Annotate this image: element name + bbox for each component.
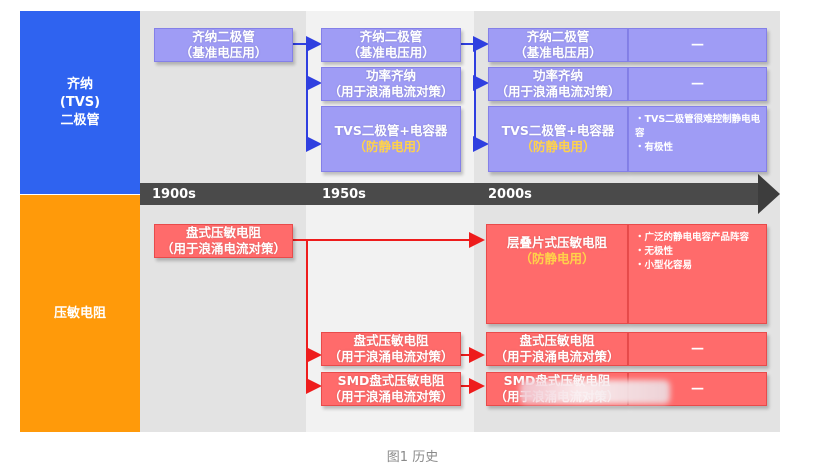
box-title: 层叠片式压敏电阻	[506, 235, 607, 250]
timeline-arrowhead	[758, 174, 780, 214]
year-label-2000s: 2000s	[488, 187, 532, 202]
row-header-tvs: 齐纳 (TVS) 二极管	[20, 11, 140, 194]
note-multilayer-varistor-2000s: ・广泛的静电电容产品阵容 ・无极性 ・小型化容易	[628, 224, 767, 324]
box-subtitle: （基准电压用）	[179, 45, 268, 60]
box-zener-1950s: 齐纳二极管 （基准电压用）	[321, 28, 461, 62]
note-line: ・广泛的静电电容产品阵容	[635, 232, 750, 243]
box-title: 功率齐纳	[532, 68, 583, 83]
box-title: 盘式压敏电阻	[185, 225, 261, 240]
box-subtitle: （用于浪涌电流对策）	[328, 389, 454, 404]
box-disc-varistor-1950s: 盘式压敏电阻 （用于浪涌电流对策）	[321, 332, 461, 366]
box-disc-varistor-2000s: 盘式压敏电阻 （用于浪涌电流对策）	[486, 332, 628, 366]
box-smd-varistor-1950s: SMD盘式压敏电阻 （用于浪涌电流对策）	[321, 372, 461, 406]
figure-caption: 图1 历史	[386, 450, 439, 465]
note-line: ・有极性	[635, 142, 674, 153]
box-multilayer-varistor-2000s: 层叠片式压敏电阻 （防静电用）	[486, 224, 628, 324]
box-title: 齐纳二极管	[526, 29, 590, 44]
history-diagram: 齐纳 (TVS) 二极管 压敏电阻	[20, 11, 780, 432]
box-subtitle: （用于浪涌电流对策）	[328, 349, 454, 364]
box-power-zener-2000s: 功率齐纳 （用于浪涌电流对策）	[488, 67, 628, 101]
year-label-1900s: 1900s	[152, 187, 196, 202]
note-tvs-2000s: ・TVS二极管很难控制静电电容 ・有极性	[628, 106, 767, 172]
note-disc-varistor-2000s: —	[628, 332, 767, 366]
box-subtitle: （防静电用）	[519, 251, 595, 266]
connector-arrows	[293, 36, 489, 394]
note-dash: —	[691, 37, 704, 53]
box-title: TVS二极管+电容器	[334, 123, 448, 138]
note-dash: —	[691, 76, 704, 92]
box-subtitle: （基准电压用）	[347, 45, 435, 60]
note-line: ・小型化容易	[635, 260, 693, 271]
box-title: 盘式压敏电阻	[353, 333, 429, 348]
box-subtitle: （用于浪涌电流对策）	[160, 241, 286, 256]
box-subtitle: （用于浪涌电流对策）	[495, 84, 621, 99]
box-zener-1900s: 齐纳二极管 （基准电压用）	[154, 28, 293, 62]
note-line: ・无极性	[635, 246, 674, 257]
box-title: SMD盘式压敏电阻	[337, 373, 445, 388]
note-dash: —	[691, 381, 704, 397]
box-disc-varistor-1900s: 盘式压敏电阻 （用于浪涌电流对策）	[154, 224, 293, 258]
box-subtitle: （用于浪涌电流对策）	[494, 349, 620, 364]
box-subtitle: （基准电压用）	[514, 45, 602, 60]
note-dash: —	[691, 341, 704, 357]
box-zener-2000s: 齐纳二极管 （基准电压用）	[488, 28, 628, 62]
box-tvs-capacitor-2000s: TVS二极管+电容器 （防静电用）	[488, 106, 628, 172]
era-column-1900s	[140, 11, 306, 432]
note-line: ・TVS二极管很难控制静电电容	[635, 114, 761, 139]
box-subtitle: （用于浪涌电流对策）	[328, 84, 454, 99]
box-title: 齐纳二极管	[192, 29, 255, 44]
box-tvs-capacitor-1950s: TVS二极管+电容器 （防静电用）	[321, 106, 461, 172]
box-title: 功率齐纳	[365, 68, 416, 83]
box-title: 齐纳二极管	[359, 29, 423, 44]
timeline-axis	[140, 183, 760, 205]
box-title: 盘式压敏电阻	[519, 333, 595, 348]
note-power-zener-2000s: —	[628, 67, 767, 101]
box-subtitle: （防静电用）	[353, 139, 429, 154]
row-header-varistor: 压敏电阻	[20, 195, 140, 432]
box-subtitle: （防静电用）	[520, 139, 596, 154]
box-power-zener-1950s: 功率齐纳 （用于浪涌电流对策）	[321, 67, 461, 101]
note-zener-2000s: —	[628, 28, 767, 62]
watermark-blur	[520, 380, 670, 404]
year-label-1950s: 1950s	[322, 187, 366, 202]
box-title: TVS二极管+电容器	[501, 123, 615, 138]
